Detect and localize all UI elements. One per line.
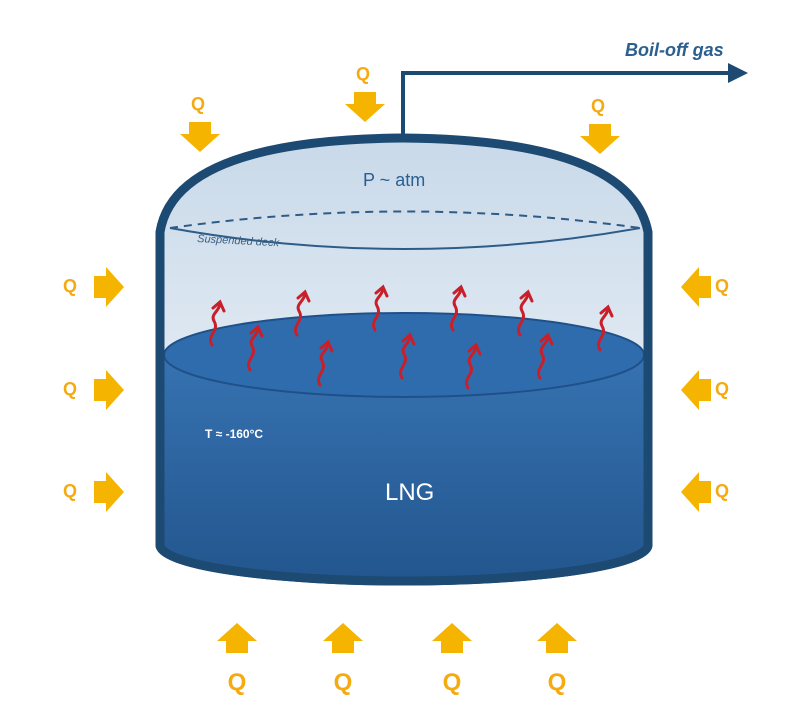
heat-q-label: Q — [715, 379, 729, 399]
heat-arrow-icon — [323, 623, 363, 653]
heat-q-label: Q — [548, 669, 567, 696]
temperature-label: T ≈ -160°C — [205, 427, 263, 441]
vapor-arrowhead-icon — [374, 284, 389, 298]
heat-q-label: Q — [715, 481, 729, 501]
vapor-arrowhead-icon — [249, 324, 264, 338]
vapor-arrow-icon — [517, 291, 530, 337]
heat-arrow-icon — [94, 472, 124, 512]
arrow-right-icon — [728, 63, 748, 83]
heat-arrow-icon — [580, 124, 620, 154]
vapor-arrow-icon — [294, 291, 307, 337]
vapor-arrowhead-icon — [539, 332, 554, 346]
vapor-arrowhead-icon — [467, 342, 482, 356]
vapor-arrowhead-icon — [599, 304, 614, 318]
heat-q-label: Q — [591, 96, 605, 116]
heat-q-label: Q — [443, 669, 462, 696]
heat-arrow-icon — [681, 267, 711, 307]
heat-arrow-icon — [345, 92, 385, 122]
heat-q-label: Q — [228, 669, 247, 696]
vapor-arrow-icon — [372, 286, 385, 332]
vapor-arrow-icon — [317, 341, 330, 387]
suspended-deck-label: Suspended deck — [197, 233, 280, 249]
heat-arrow-icon — [94, 267, 124, 307]
heat-arrow-icon — [681, 370, 711, 410]
vapor-arrowhead-icon — [519, 289, 534, 303]
tank — [155, 133, 653, 586]
vapor-arrowhead-icon — [452, 284, 467, 298]
vapor-arrow-icon — [209, 301, 222, 347]
heat-arrow-icon — [180, 122, 220, 152]
heat-arrow-icon — [681, 472, 711, 512]
heat-q-label: Q — [715, 276, 729, 296]
boil-off-pipe — [401, 63, 748, 138]
heat-q-label: Q — [63, 481, 77, 501]
heat-q-label: Q — [191, 94, 205, 114]
pressure-label: P ~ atm — [363, 170, 425, 190]
heat-arrow-icon — [432, 623, 472, 653]
heat-q-label: Q — [63, 379, 77, 399]
vapor-arrowhead-icon — [401, 332, 416, 346]
vapor-arrow-icon — [465, 344, 478, 390]
heat-q-label: Q — [63, 276, 77, 296]
vapor-arrowhead-icon — [211, 299, 226, 313]
vapor-arrowhead-icon — [319, 339, 334, 353]
suspended-deck — [169, 210, 641, 229]
vapor-arrow-icon — [597, 306, 610, 352]
heat-arrow-icon — [537, 623, 577, 653]
vapor-arrow-icon — [399, 334, 412, 380]
vapor-arrow-icon — [450, 286, 463, 332]
lng-label: LNG — [385, 479, 434, 506]
vapor-arrow-icon — [247, 326, 260, 372]
vapor-arrowhead-icon — [296, 289, 311, 303]
heat-arrow-icon — [217, 623, 257, 653]
heat-q-label: Q — [334, 669, 353, 696]
vapor-arrow-icon — [537, 334, 550, 380]
heat-q-label: Q — [356, 64, 370, 84]
heat-arrow-icon — [94, 370, 124, 410]
boil-off-gas-label: Boil-off gas — [625, 40, 724, 60]
